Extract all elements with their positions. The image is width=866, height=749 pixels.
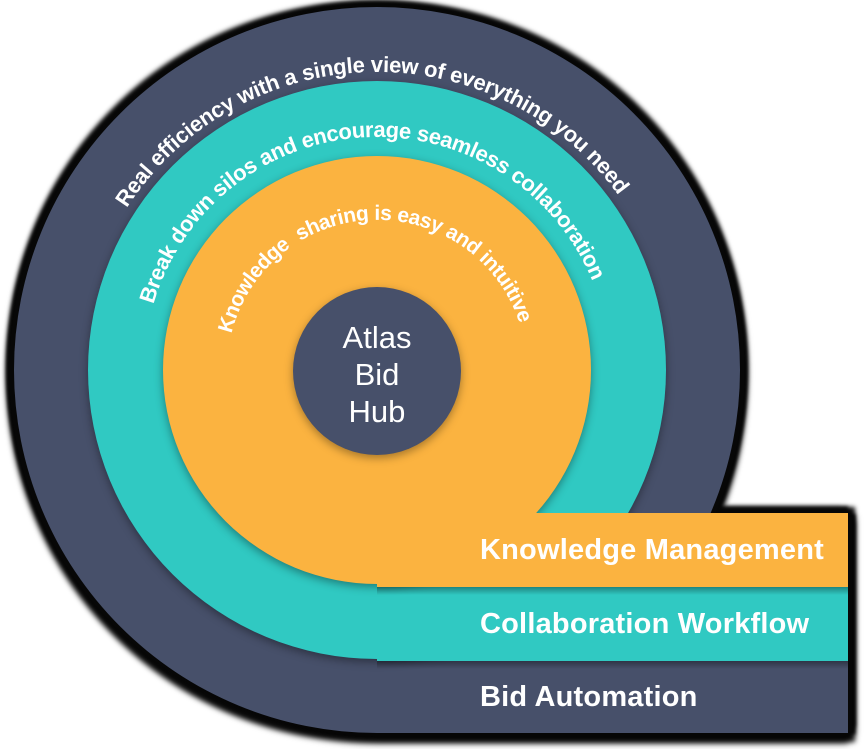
hub-label: Atlas Bid Hub [343, 313, 412, 430]
bar-shadow-divider [377, 587, 848, 595]
hub-line-1: Atlas [342, 319, 412, 355]
hub-line-3: Hub [348, 393, 406, 429]
arc-text-inner-path: Knowledge sharing is easy and intuitive [214, 201, 538, 335]
arc-text-outer: Real efficiency with a single view of ev… [0, 0, 682, 225]
bar-collaboration-workflow [377, 587, 848, 661]
hub-circle: Atlas Bid Hub [293, 287, 461, 455]
bar-label-knowledge-management: Knowledge Management [480, 533, 824, 566]
bar-label-bid-automation: Bid Automation [480, 680, 698, 713]
bar-shadow-divider [377, 661, 848, 669]
hub-line-2: Bid [354, 356, 400, 392]
arc-text-inner: Knowledge sharing is easy and intuitive [0, 0, 573, 357]
bar-knowledge-management [377, 513, 848, 587]
bar-bid-automation [377, 661, 848, 733]
bar-label-collaboration-workflow: Collaboration Workflow [480, 607, 810, 640]
arc-text-middle: Break down silos and encourage seamless … [0, 0, 648, 306]
